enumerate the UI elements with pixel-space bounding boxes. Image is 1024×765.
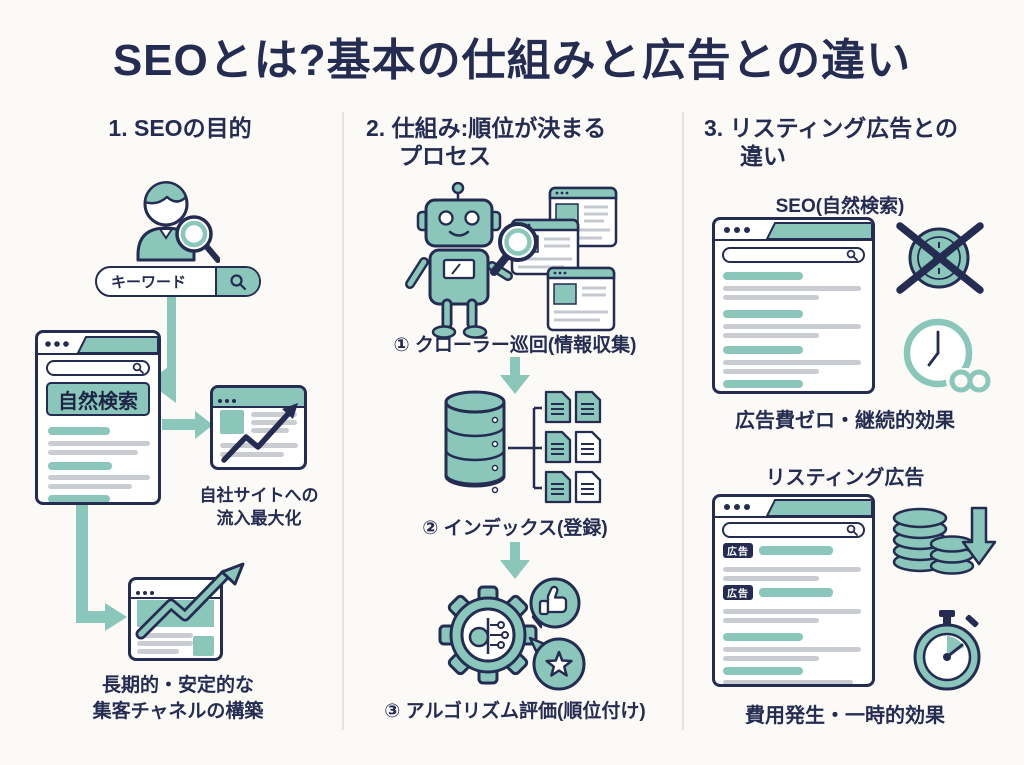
- serp-browser-window: 自然検索: [35, 330, 161, 505]
- ads-browser-window: 広告 広告: [712, 494, 875, 687]
- seo-caption: 広告費ゼロ・継続的効果: [735, 410, 955, 432]
- search-icon: [846, 524, 858, 536]
- browser-window-icon: [546, 266, 616, 332]
- step1-label: ① クローラー巡回(情報収集): [393, 335, 637, 356]
- column1-heading: 1. SEOの目的: [108, 115, 252, 141]
- coins-decrease-icon: [892, 506, 997, 575]
- trend-up-icon: [135, 562, 245, 640]
- serp-search-bar: [46, 360, 150, 376]
- seo-label: SEO(自然検索): [775, 196, 905, 217]
- ad-badge: 広告: [723, 585, 753, 600]
- ads-caption: 費用発生・一時的効果: [745, 705, 945, 727]
- ads-label: リスティング広告: [765, 467, 925, 489]
- trend-up-icon: [221, 403, 298, 463]
- search-icon: [846, 249, 858, 261]
- step3-label: ③ アルゴリズム評価(順位付け): [384, 701, 646, 722]
- search-icon: [132, 362, 144, 374]
- robot-crawler-icon: [405, 182, 618, 339]
- column-divider: [682, 112, 684, 730]
- magnifier-icon: [490, 222, 538, 276]
- column-divider: [342, 112, 344, 730]
- traffic-chart-window: [210, 385, 307, 470]
- step2-label: ② インデックス(登録): [422, 518, 608, 539]
- thumbs-up-icon: [529, 577, 581, 629]
- search-icon: [215, 268, 259, 295]
- outcome-traffic: 自社サイトへの 流入最大化: [199, 486, 319, 528]
- document-icon: [544, 390, 602, 504]
- seo-search-bar: [722, 247, 865, 263]
- column3-heading: 3. リスティング広告との 違い: [704, 115, 958, 169]
- seo-browser-window: [712, 217, 875, 394]
- keyword-text: キーワード: [111, 274, 187, 291]
- star-icon: [528, 636, 586, 691]
- arrow-left-icon: [148, 297, 176, 403]
- arrow-down-icon: [500, 542, 530, 579]
- arrow-down-icon: [500, 357, 530, 394]
- browser-titlebar: [38, 333, 158, 355]
- keyword-search-bar: キーワード: [95, 266, 261, 297]
- browser-window-icon: [548, 186, 618, 248]
- page-title: SEOとは?基本の仕組みと広告との違い: [112, 36, 912, 85]
- outcome-channel: 長期的・安定的な 集客チャネルの構築: [92, 675, 264, 722]
- arrow-right-icon: [162, 411, 213, 439]
- column2-heading: 2. 仕組み:順位が決まる プロセス: [366, 115, 607, 169]
- gear-algorithm-icon: [438, 577, 586, 691]
- no-cost-coin-icon: [896, 222, 984, 294]
- clock-infinity-icon: [903, 318, 992, 394]
- organic-search-button: 自然検索: [46, 382, 150, 416]
- database-icon: [444, 390, 602, 504]
- ad-badge: 広告: [723, 543, 753, 558]
- stopwatch-icon: [913, 610, 981, 691]
- user-search-icon: [136, 181, 220, 263]
- arrow-down-right-icon: [76, 505, 127, 631]
- ads-search-bar: [722, 522, 865, 538]
